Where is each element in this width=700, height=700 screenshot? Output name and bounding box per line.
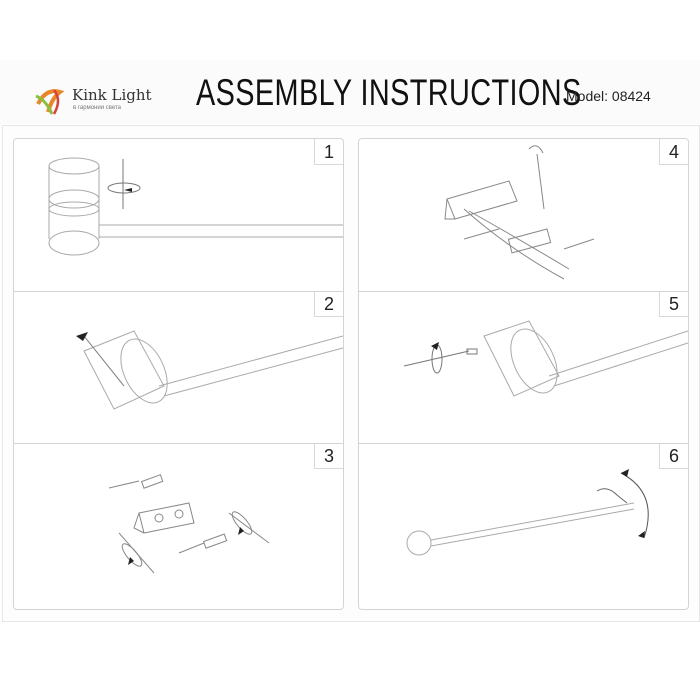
step-number: 3 [314,443,343,469]
page-title: ASSEMBLY INSTRUCTIONS [196,72,582,113]
brand-name: Kink Light [72,86,152,104]
step-3-illustration [108,474,270,574]
step-6-illustration [406,469,649,556]
step-4-panel: 4 [359,139,688,292]
step-1-panel: 1 [14,139,343,292]
step-6-panel: 6 [359,443,688,608]
brand-logo: Kink Light в гармонии света [32,82,152,122]
step-number: 4 [659,139,688,165]
model-number: Model: 08424 [566,88,651,104]
left-column: 1 2 3 [13,138,344,610]
step-3-panel: 3 [14,443,343,608]
step-5-illustration [403,320,688,397]
step-1-illustration [48,157,343,256]
step-2-illustration [76,330,343,410]
step-number: 1 [314,139,343,165]
step-2-panel: 2 [14,291,343,444]
right-column: 4 5 6 [358,138,689,610]
brand-tagline: в гармонии света [73,105,122,111]
step-number: 5 [659,291,688,317]
header [0,60,700,124]
logo-icon [35,89,65,115]
step-number: 6 [659,443,688,469]
step-5-panel: 5 [359,291,688,444]
step-4-illustration [444,145,595,280]
step-number: 2 [314,291,343,317]
